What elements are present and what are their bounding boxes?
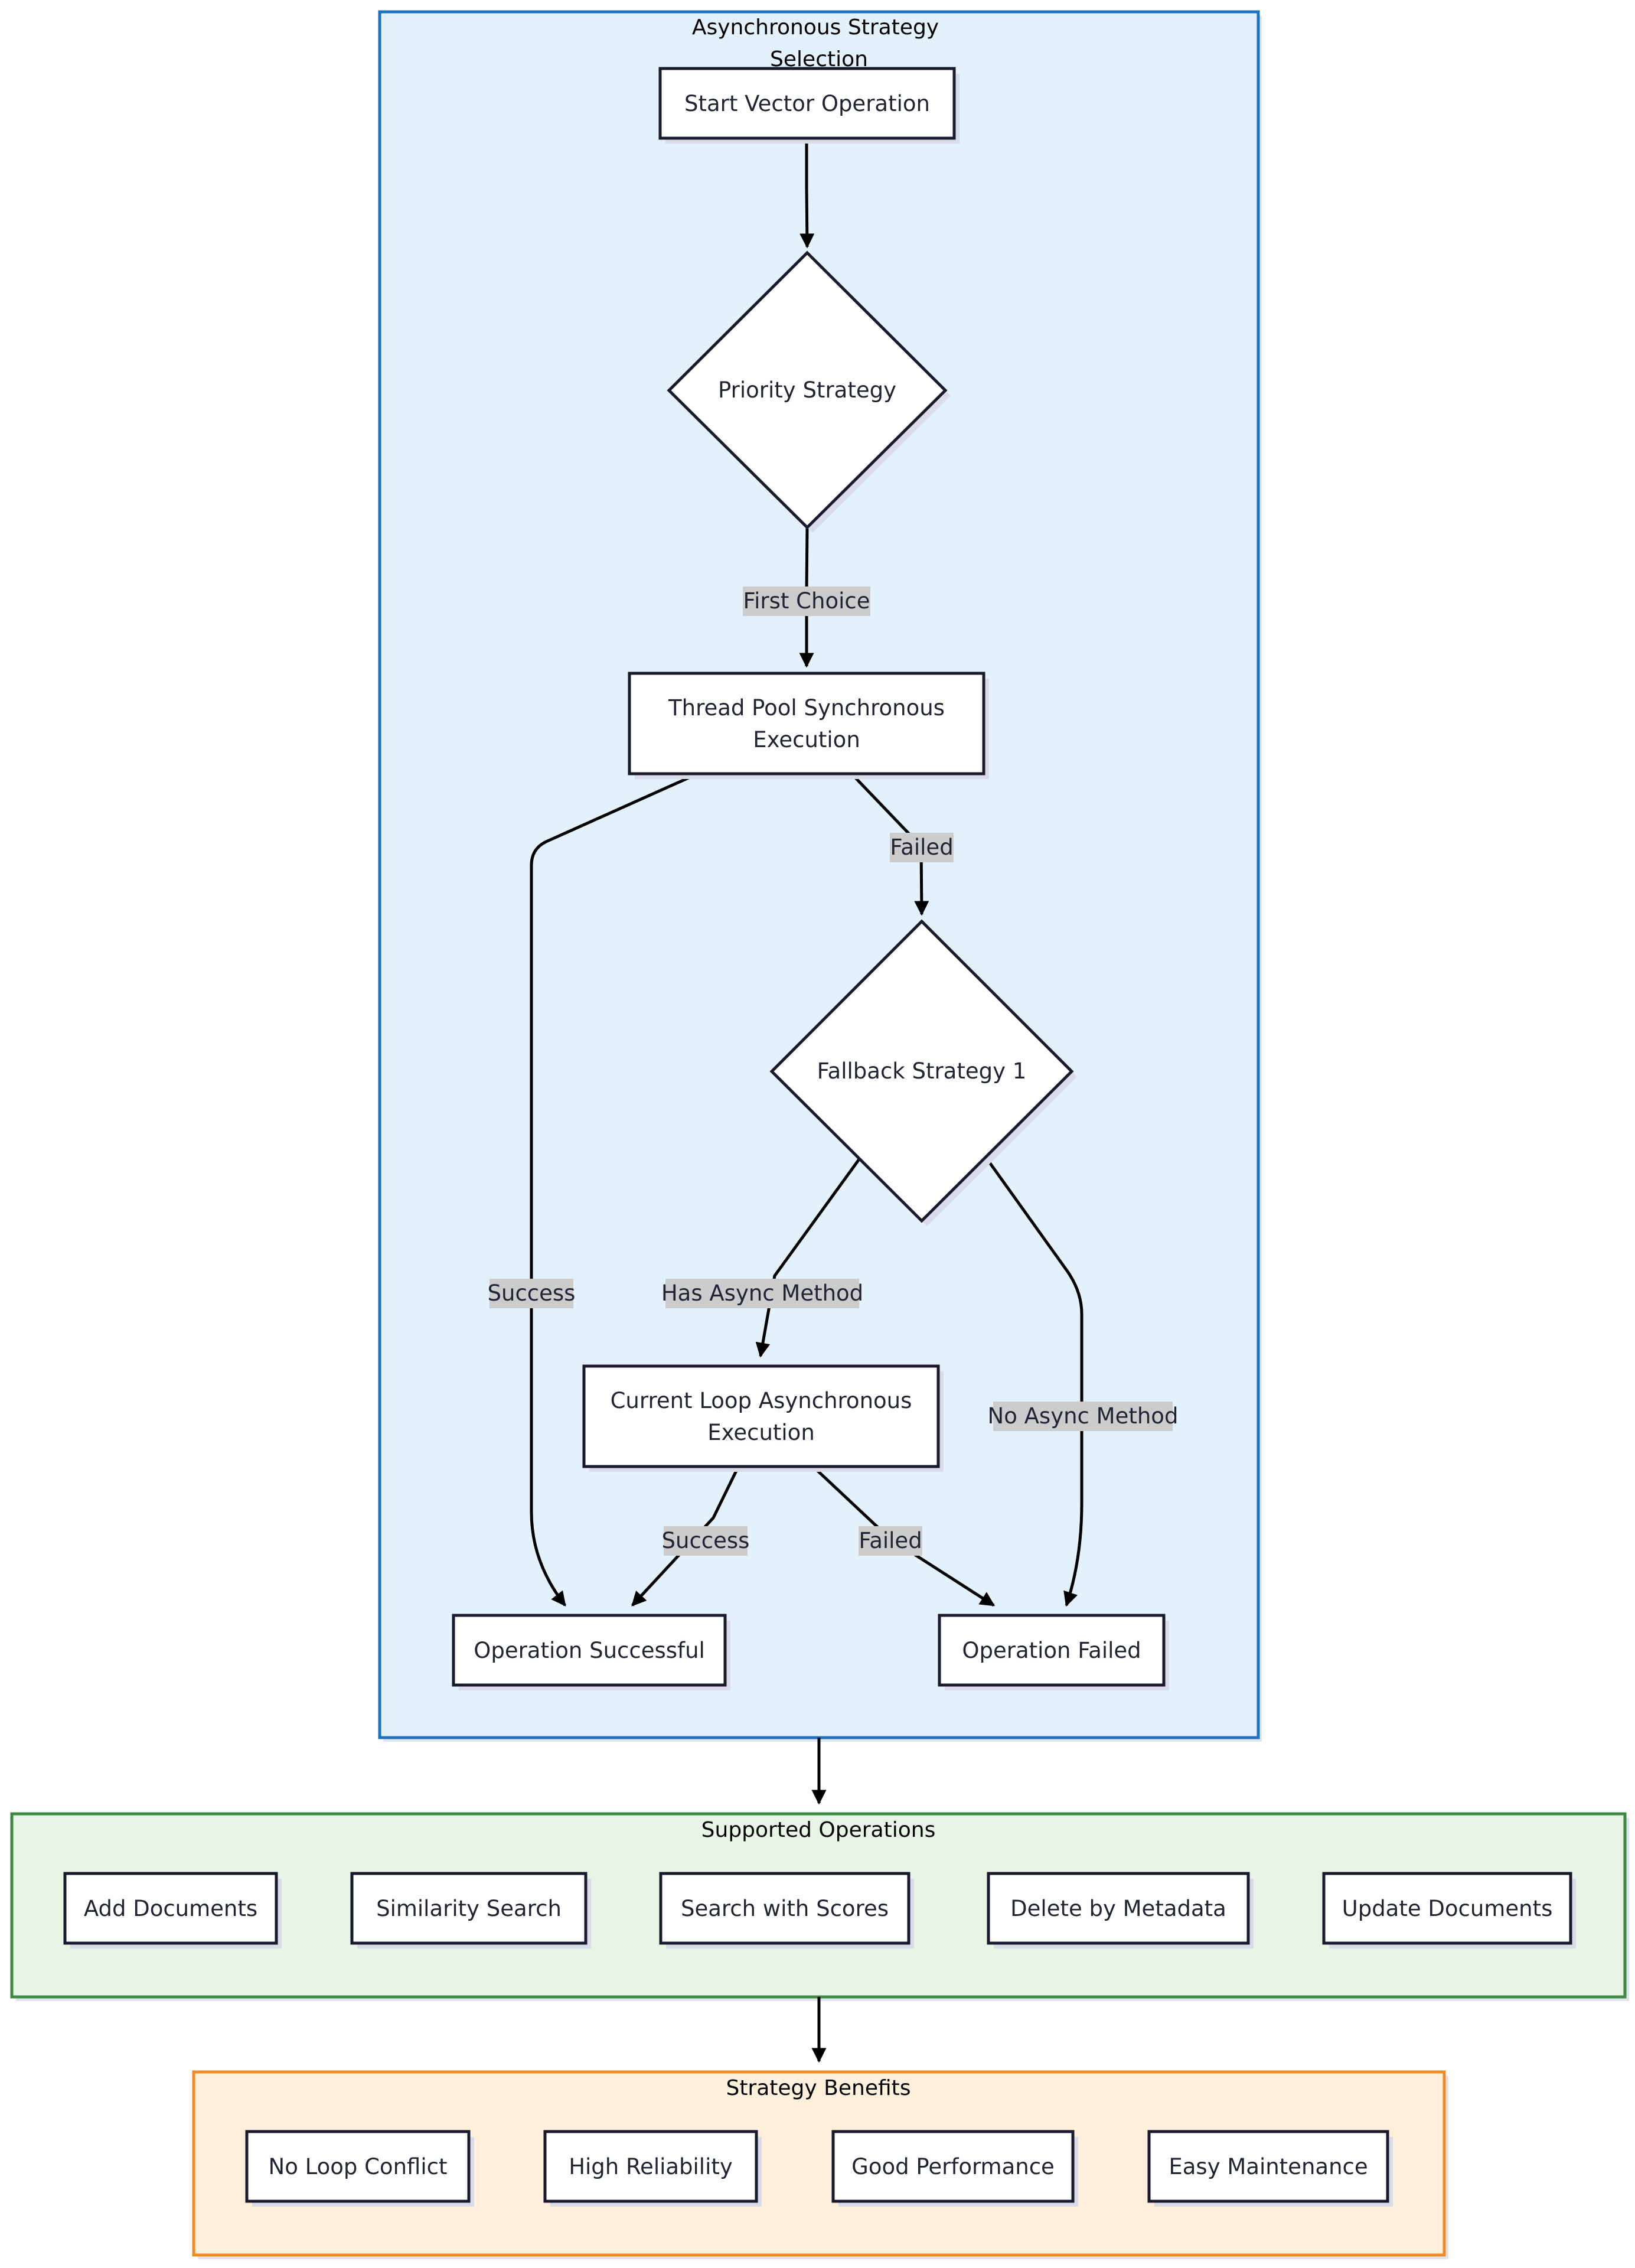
node-current-loop-label-line1: Current Loop Asynchronous <box>611 1388 912 1413</box>
benefit-easy-maintenance: Easy Maintenance <box>1147 2130 1393 2207</box>
benefit-label: Easy Maintenance <box>1169 2154 1368 2179</box>
edge-label-text: Success <box>662 1528 750 1553</box>
edge-label-text: Success <box>488 1280 576 1306</box>
operation-label: Add Documents <box>84 1896 257 1921</box>
benefit-good-performance: Good Performance <box>831 2130 1078 2207</box>
edge-label-success-1: Success <box>488 1279 576 1308</box>
node-success-label: Operation Successful <box>474 1638 705 1663</box>
operation-label: Delete by Metadata <box>1010 1896 1226 1921</box>
operation-similarity-search: Similarity Search <box>350 1872 591 1948</box>
cluster-operations-title: Supported Operations <box>701 1818 936 1842</box>
operation-delete-by-metadata: Delete by Metadata <box>987 1872 1254 1948</box>
node-start: Start Vector Operation <box>658 67 960 144</box>
edge-label-text: No Async Method <box>988 1403 1179 1429</box>
edge-label-failed-1: Failed <box>890 833 954 862</box>
edge-label-failed-2: Failed <box>859 1526 922 1556</box>
node-failed-label: Operation Failed <box>962 1638 1141 1663</box>
node-thread-pool-label-line2: Execution <box>753 727 860 752</box>
operation-update-documents: Update Documents <box>1322 1872 1576 1948</box>
benefit-label: No Loop Conflict <box>269 2154 448 2179</box>
edge-label-has-async: Has Async Method <box>661 1279 863 1308</box>
operation-search-with-scores: Search with Scores <box>659 1872 914 1948</box>
node-priority: Priority Strategy <box>667 250 951 533</box>
edge-label-text: Has Async Method <box>661 1280 863 1306</box>
node-fallback-label: Fallback Strategy 1 <box>817 1058 1027 1084</box>
cluster-strategy-title: Asynchronous Strategy <box>692 15 939 40</box>
node-thread-pool-label-line1: Thread Pool Synchronous <box>668 695 945 721</box>
edge-label-text: First Choice <box>743 588 870 614</box>
edge-label-no-async: No Async Method <box>988 1402 1179 1431</box>
node-fallback: Fallback Strategy 1 <box>769 919 1077 1226</box>
node-current-loop-label-line2: Execution <box>707 1420 815 1445</box>
operation-label: Similarity Search <box>376 1896 562 1921</box>
edge-label-text: Failed <box>890 835 953 860</box>
cluster-benefits-title: Strategy Benefits <box>726 2076 910 2100</box>
edge-thread-pool-to-success <box>530 774 695 1606</box>
edge-fallback-to-current-loop <box>755 1156 862 1358</box>
edge-label-text: Failed <box>859 1528 922 1553</box>
benefit-high-reliability: High Reliability <box>543 2130 762 2207</box>
operation-label: Update Documents <box>1342 1896 1553 1921</box>
benefit-no-loop-conflict: No Loop Conflict <box>245 2130 474 2207</box>
edge-label-first-choice: First Choice <box>743 586 870 616</box>
edge-label-success-2: Success <box>662 1526 750 1556</box>
node-success: Operation Successful <box>452 1614 730 1690</box>
benefit-label: High Reliability <box>569 2154 733 2179</box>
node-start-label: Start Vector Operation <box>684 91 930 116</box>
node-failed: Operation Failed <box>938 1614 1169 1690</box>
node-current-loop: Current Loop Asynchronous Execution <box>582 1364 944 1472</box>
operation-label: Search with Scores <box>681 1896 889 1921</box>
benefit-label: Good Performance <box>851 2154 1055 2179</box>
node-priority-label: Priority Strategy <box>718 377 896 403</box>
node-thread-pool: Thread Pool Synchronous Execution <box>628 672 989 779</box>
operation-add-documents: Add Documents <box>63 1872 282 1948</box>
edge-fallback-to-failed <box>984 1156 1084 1607</box>
edge-current-loop-to-success <box>631 1466 740 1606</box>
